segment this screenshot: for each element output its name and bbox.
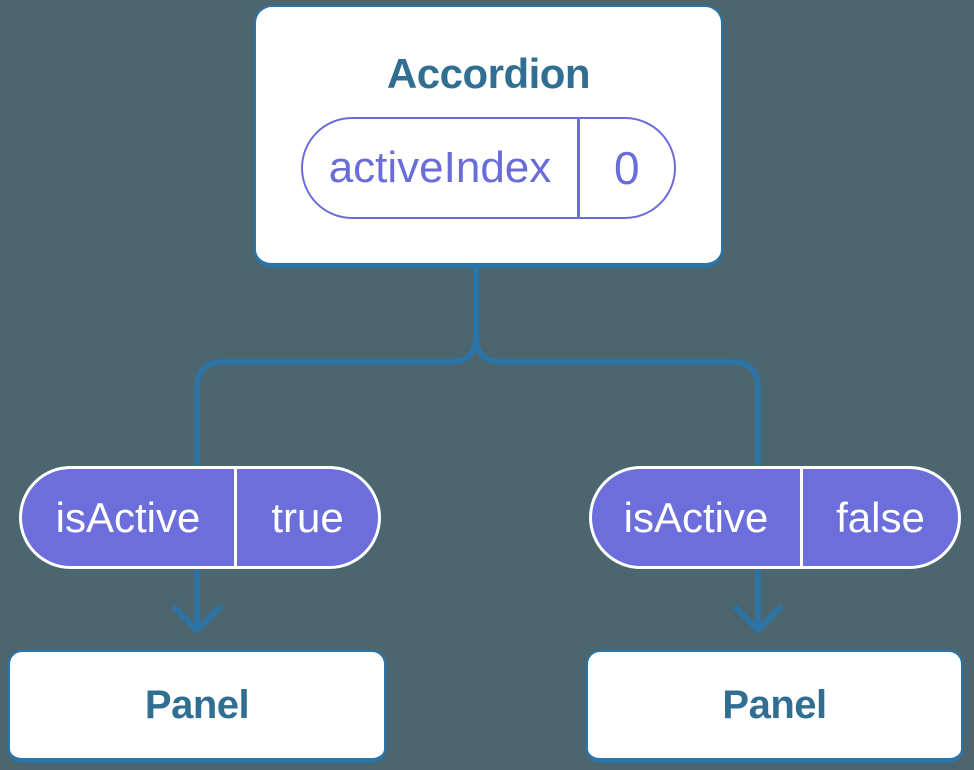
prop-pill-left-name: isActive xyxy=(55,493,201,541)
prop-pill-right: isActive false xyxy=(589,466,961,569)
panel-node-right: Panel xyxy=(586,650,963,763)
panel-node-left: Panel xyxy=(8,650,386,763)
prop-pill-left-value: true xyxy=(271,493,344,541)
accordion-node: Accordion activeIndex 0 xyxy=(254,5,723,268)
prop-pill-right-divider xyxy=(800,469,803,566)
state-pill-name: activeIndex xyxy=(328,143,552,193)
panel-left-label: Panel xyxy=(144,683,250,727)
accordion-node-label: Accordion xyxy=(386,49,591,97)
arrow-down-right-icon xyxy=(733,605,783,633)
prop-pill-left: isActive true xyxy=(19,466,381,569)
prop-pill-left-divider xyxy=(234,469,237,566)
prop-pill-right-value: false xyxy=(836,493,925,541)
panel-right-label: Panel xyxy=(722,683,827,727)
state-pill-divider xyxy=(577,119,580,218)
connector-left-branch xyxy=(194,265,479,632)
state-pill-value: 0 xyxy=(613,142,640,195)
arrow-down-left-icon xyxy=(172,605,222,633)
connector-right-branch xyxy=(473,265,761,632)
state-pill: activeIndex 0 xyxy=(301,117,676,220)
prop-pill-right-name: isActive xyxy=(623,493,769,541)
